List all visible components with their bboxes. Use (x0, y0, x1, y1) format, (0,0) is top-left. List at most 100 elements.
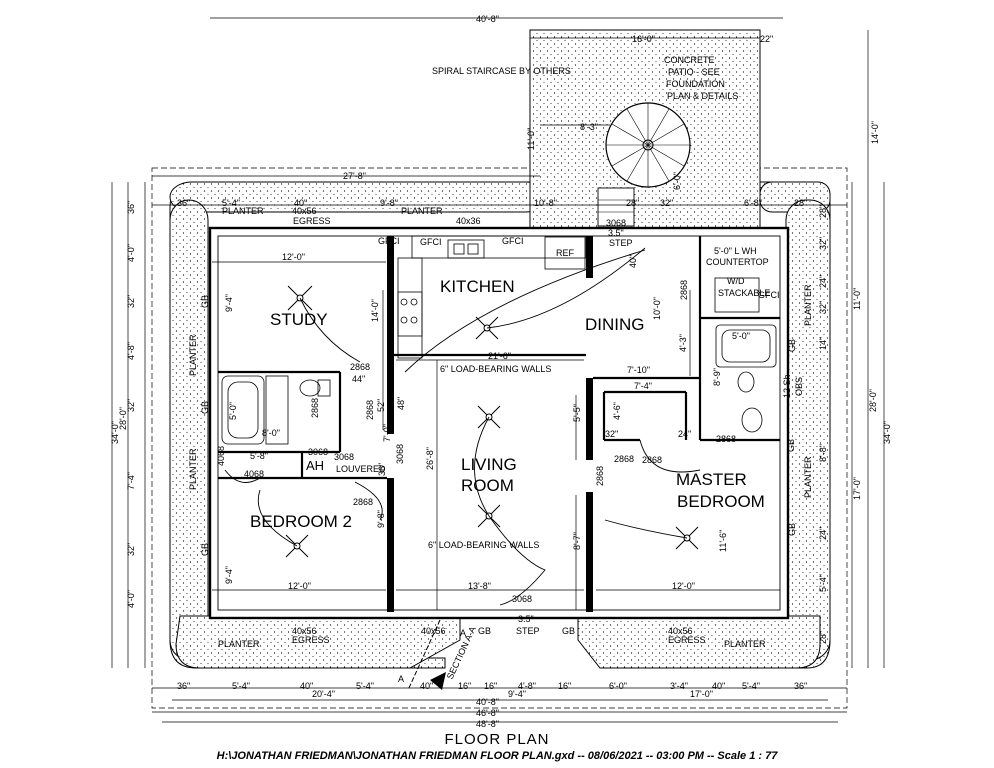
svg-text:GFCI: GFCI (758, 290, 780, 300)
svg-text:6'-0": 6'-0" (672, 172, 682, 190)
svg-text:28": 28" (626, 198, 639, 208)
svg-text:7'-4": 7'-4" (634, 381, 652, 391)
svg-text:2868: 2868 (353, 497, 373, 507)
svg-text:3068: 3068 (395, 444, 405, 464)
svg-text:27'-8": 27'-8" (343, 171, 366, 181)
room-ah: AH (306, 458, 324, 473)
svg-text:24": 24" (818, 275, 828, 288)
svg-text:40": 40" (420, 681, 433, 691)
lot-line (151, 167, 848, 709)
note-planter-bottom-right: PLANTER (724, 639, 766, 649)
svg-text:4'-0": 4'-0" (126, 590, 136, 608)
svg-text:5'-4": 5'-4" (222, 198, 240, 208)
svg-text:12'-0": 12'-0" (672, 581, 695, 591)
svg-text:36": 36" (126, 201, 136, 214)
svg-text:7'-0": 7'-0" (382, 424, 392, 442)
svg-text:9'-8": 9'-8" (380, 198, 398, 208)
room-bedroom-2: BEDROOM 2 (250, 512, 352, 531)
svg-text:48'-8": 48'-8" (476, 719, 499, 729)
svg-text:32": 32" (818, 237, 828, 250)
svg-text:3068: 3068 (606, 218, 626, 228)
svg-text:GB: GB (786, 439, 796, 452)
note-wd: W/D (727, 276, 745, 286)
spiral-staircase (597, 102, 691, 227)
svg-text:40x56: 40x56 (421, 626, 446, 636)
svg-text:11'-0": 11'-0" (852, 288, 862, 310)
svg-text:40x56: 40x56 (292, 626, 317, 636)
svg-text:9'-4": 9'-4" (224, 294, 234, 312)
svg-text:40": 40" (628, 255, 638, 268)
svg-text:16": 16" (558, 681, 571, 691)
svg-text:5'-0": 5'-0" (228, 402, 238, 420)
room-living-2: ROOM (461, 476, 514, 495)
svg-text:34'-0": 34'-0" (882, 421, 892, 444)
section-label-bottom: A (398, 674, 404, 684)
note-ref: REF (556, 248, 575, 258)
svg-text:8'-7": 8'-7" (572, 532, 582, 550)
note-planter-top-left: PLANTER (222, 206, 264, 216)
svg-text:9'-8": 9'-8" (376, 510, 386, 528)
note-planter-left-lower: PLANTER (188, 448, 198, 490)
svg-text:32": 32" (660, 198, 673, 208)
dimension-lines (111, 17, 885, 723)
svg-text:10'-8": 10'-8" (534, 198, 557, 208)
svg-text:40": 40" (300, 681, 313, 691)
file-info: H:\JONATHAN FRIEDMAN\JONATHAN FRIEDMAN F… (216, 750, 778, 762)
svg-text:GB: GB (478, 626, 491, 636)
svg-text:5'-8": 5'-8" (250, 451, 268, 461)
svg-text:GB: GB (787, 523, 797, 536)
planter-bottom-left (175, 615, 461, 669)
note-egress-bottom-right: EGRESS (668, 635, 706, 645)
fixtures (221, 235, 777, 445)
ceiling-fans (285, 285, 699, 558)
svg-text:21'-6": 21'-6" (488, 351, 511, 361)
planter-bottom-right (577, 615, 821, 669)
room-master: MASTER (676, 470, 747, 489)
svg-text:9'-4": 9'-4" (224, 566, 234, 584)
svg-text:20'-4": 20'-4" (312, 689, 335, 699)
note-countertop-1: 5'-0" L WH (714, 246, 757, 256)
note-step-height-bottom: 3.5" (518, 614, 534, 624)
svg-text:36": 36" (377, 463, 387, 476)
svg-text:16": 16" (484, 681, 497, 691)
svg-text:6'-8": 6'-8" (744, 198, 762, 208)
room-dining: DINING (585, 315, 645, 334)
svg-text:2868: 2868 (679, 280, 689, 300)
svg-text:28": 28" (794, 198, 807, 208)
svg-text:5'-0": 5'-0" (732, 331, 750, 341)
svg-text:2868: 2868 (595, 466, 605, 486)
svg-text:36": 36" (177, 198, 190, 208)
note-planter-bottom-left: PLANTER (218, 639, 260, 649)
svg-text:14'-0": 14'-0" (870, 121, 880, 144)
svg-text:34'-0": 34'-0" (110, 421, 120, 444)
svg-text:17'-0": 17'-0" (852, 477, 862, 500)
svg-text:32": 32" (818, 301, 828, 314)
note-countertop-2: COUNTERTOP (706, 257, 769, 267)
svg-text:GB: GB (787, 339, 797, 352)
svg-text:5'-4": 5'-4" (232, 681, 250, 691)
svg-text:11'-0": 11'-0" (526, 128, 536, 150)
svg-text:40'-8": 40'-8" (476, 697, 499, 707)
svg-text:2868: 2868 (365, 400, 375, 420)
section-label-top: A (460, 628, 466, 638)
load-bearing-wall-right-upper (586, 236, 593, 278)
svg-text:2868: 2868 (716, 434, 736, 444)
svg-text:28": 28" (818, 631, 828, 644)
load-bearing-wall-left-upper (387, 236, 394, 434)
svg-text:24": 24" (818, 527, 828, 540)
planter-left (169, 199, 209, 661)
svg-text:26'-8": 26'-8" (425, 447, 435, 470)
svg-text:4068: 4068 (244, 469, 264, 479)
svg-text:40'-8": 40'-8" (476, 14, 499, 24)
svg-text:8'-3": 8'-3" (580, 122, 598, 132)
note-step-bottom: STEP (516, 626, 540, 636)
svg-text:3068: 3068 (334, 452, 354, 462)
svg-text:14'-0": 14'-0" (370, 299, 380, 322)
room-kitchen: KITCHEN (440, 277, 515, 296)
svg-text:28'-0": 28'-0" (118, 407, 128, 430)
svg-text:44": 44" (352, 374, 365, 384)
svg-text:40": 40" (712, 681, 725, 691)
note-obs: OBS (794, 377, 804, 396)
room-study: STUDY (270, 310, 328, 329)
